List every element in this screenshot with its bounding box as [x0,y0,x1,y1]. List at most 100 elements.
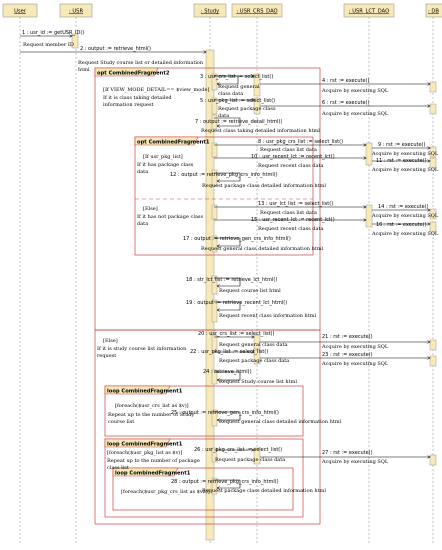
lifeline-usr: : USR [59,3,93,545]
svg-text:Request class list data: Request class list data [260,210,317,216]
svg-text:14 : rst := execute(): 14 : rst := execute() [378,204,429,210]
svg-text:13 : usr_lct_list := select_li: 13 : usr_lct_list := select_list() [258,201,333,207]
svg-text:26 : usr_pkg_crs_list := selec: 26 : usr_pkg_crs_list := select_list() [194,447,282,453]
svg-text:Request package class data: Request package class data [219,358,289,364]
svg-text:Request general: Request general [218,84,260,90]
lifeline-label: User [14,9,27,15]
svg-text:Request Study course list or d: Request Study course list or detailed in… [78,60,204,66]
svg-text:23 : rst := execute(): 23 : rst := execute() [322,352,373,358]
fragment-opt-1: opt CombinedFragment1 [134,136,314,256]
svg-text:21 : rst := execute(): 21 : rst := execute() [322,334,373,340]
svg-text:If it is class taking detailed: If it is class taking detailed [103,95,172,101]
fragment-label: loop CombinedFragment1 [107,442,183,448]
fragment-loop-2: loop CombinedFragment1 [104,438,304,518]
svg-text:Repeat up to the number of Stu: Repeat up to the number of Study [108,412,194,418]
fragment-else-lower [94,329,321,525]
svg-text:course list: course list [108,419,134,425]
fragment-loop-3: loop CombinedFragment1 [112,467,294,511]
svg-text:Request Study course list html: Request Study course list html [219,379,297,385]
svg-text:class data: class data [218,91,243,97]
svg-text:20 : usr_crs_list := select_li: 20 : usr_crs_list := select_list() [198,331,275,337]
svg-text:Acquire by executing SQL: Acquire by executing SQL [371,151,439,157]
svg-text:Request package class detailed: Request package class detailed informati… [202,488,326,494]
svg-text:data: data [137,221,148,227]
svg-text:data: data [137,169,148,175]
svg-text:If it has package class: If it has package class [137,162,194,168]
svg-text:Request recent class data: Request recent class data [258,163,323,169]
svg-text:Request package class: Request package class [218,106,276,112]
svg-text:Acquire by executing SQL: Acquire by executing SQL [321,361,389,367]
svg-text:[If usr_pkg_list]: [If usr_pkg_list] [143,154,183,160]
svg-text:[foreach($usr_crs_list as $v)]: [foreach($usr_crs_list as $v)] [115,402,189,409]
svg-text:Request general class data: Request general class data [219,342,287,348]
svg-text:Request general class detailed: Request general class detailed informati… [201,246,324,252]
svg-text:8 : usr_pkg_crs_list := select: 8 : usr_pkg_crs_list := select_list() [258,139,343,145]
svg-text:Request recent class data: Request recent class data [258,226,323,232]
svg-text:class list: class list [107,465,129,471]
svg-text:Acquire by executing SQL: Acquire by executing SQL [371,231,439,237]
svg-text:Request class list data: Request class list data [260,147,317,153]
activations [71,33,437,541]
svg-text:If it has not package class: If it has not package class [137,214,203,220]
svg-text:4 : rst := execute(): 4 : rst := execute() [322,78,369,84]
guards: [If VIEW_MODE_DETAIL== $view_mode] If it… [97,87,210,495]
svg-text:Request course list html: Request course list html [219,288,281,294]
svg-text:15 : usr_recent_lct := recent_: 15 : usr_recent_lct := recent_lct() [251,217,335,223]
svg-text:[foreach($usr_pkg_list as $v)]: [foreach($usr_pkg_list as $v)] [107,449,182,456]
svg-text:2 : output := retrieve_html(): 2 : output := retrieve_html() [80,46,151,52]
fragment-label: loop CombinedFragment1 [115,471,191,477]
svg-text:27 : rst := execute(): 27 : rst := execute() [322,450,373,456]
svg-text:Acquire by executing SQL: Acquire by executing SQL [321,111,389,117]
fragment-label: opt CombinedFragment2 [97,71,170,77]
messages [20,36,430,488]
svg-text:25 : output := retrieve_gen_cr: 25 : output := retrieve_gen_crs_info_htm… [171,410,279,416]
svg-text:9 : rst := execute(): 9 : rst := execute() [378,142,425,148]
lifeline-label: : DB [428,9,439,15]
svg-text:request: request [97,353,116,359]
lifeline-label: : USR_CRS_DAO [236,9,277,15]
svg-text:Acquire by executing SQL: Acquire by executing SQL [321,344,389,350]
svg-text:18 : str_lct_list := retrieve_: 18 : str_lct_list := retrieve_lct_html() [186,277,277,283]
svg-text:6 : rst := execute(): 6 : rst := execute() [322,100,369,106]
svg-text:Request class taking detailed: Request class taking detailed informatio… [201,128,320,134]
svg-text:If it is study course list inf: If it is study course list information [97,346,187,352]
svg-text:data: data [218,113,229,119]
svg-text:7 : output := retrieve_detail_: 7 : output := retrieve_detail_html() [195,119,283,125]
svg-text:Acquire by executing SQL: Acquire by executing SQL [321,88,389,94]
lifeline-label: : USR_LCT_DAO [349,9,389,15]
svg-text:3 : usr_crs_list := select_lis: 3 : usr_crs_list := select_list() [200,74,273,80]
svg-text:Request general class detailed: Request general class detailed informati… [219,419,342,425]
svg-text:16 : rst := execute(): 16 : rst := execute() [376,222,427,228]
svg-text:Acquire by executing SQL: Acquire by executing SQL [371,213,439,219]
svg-text:24 : retrieve_html(): 24 : retrieve_html() [203,369,252,375]
lifeline-label: : Study [201,9,219,15]
svg-text:1 : usr_id := getUSR_ID(): 1 : usr_id := getUSR_ID() [22,30,84,36]
fragment-label: opt CombinedFragment1 [137,140,210,146]
svg-text:[Else]: [Else] [143,206,158,212]
svg-text:information request: information request [103,102,154,108]
svg-text:5 : usr_pkg_list := select_lis: 5 : usr_pkg_list := select_list() [200,98,275,104]
svg-text:Request member ID: Request member ID [23,42,74,48]
lifeline-label: : USR [69,9,83,15]
fragment-loop-1: loop CombinedFragment1 [104,385,304,437]
svg-text:[If VIEW_MODE_DETAIL== $view_m: [If VIEW_MODE_DETAIL== $view_mode] [103,87,209,93]
svg-text:Repeat up to the number of pac: Repeat up to the number of package [107,458,200,464]
svg-text:12 : output := retrieve_pkg_cr: 12 : output := retrieve_pkg_crs_info_htm… [170,172,278,178]
svg-text:17 : output := retrieve_gen_cr: 17 : output := retrieve_gen_crs_info_htm… [183,236,291,242]
svg-text:html: html [78,67,90,73]
svg-text:Request package class detailed: Request package class detailed informati… [202,183,326,189]
svg-text:[Else]: [Else] [103,338,118,344]
svg-text:Acquire by executing SQL: Acquire by executing SQL [321,459,389,465]
svg-text:11 : rst := execute(): 11 : rst := execute() [376,158,427,164]
message-labels: 1 : usr_id := getUSR_ID() Request member… [22,30,439,494]
svg-text:Acquire by executing SQL: Acquire by executing SQL [371,167,439,173]
svg-text:10 : usr_recent_lct := recent_: 10 : usr_recent_lct := recent_lct() [251,154,335,160]
svg-text:22 : usr_pkg_list := select_li: 22 : usr_pkg_list := select_list() [190,349,268,355]
fragment-label: loop CombinedFragment1 [107,389,183,395]
lifeline-user: User [2,3,38,545]
svg-text:Request package class data: Request package class data [215,457,285,463]
svg-text:Request recent class informati: Request recent class information html [219,313,316,319]
svg-text:19 : output := retrieve_recent: 19 : output := retrieve_recent_lct_html(… [186,300,287,306]
